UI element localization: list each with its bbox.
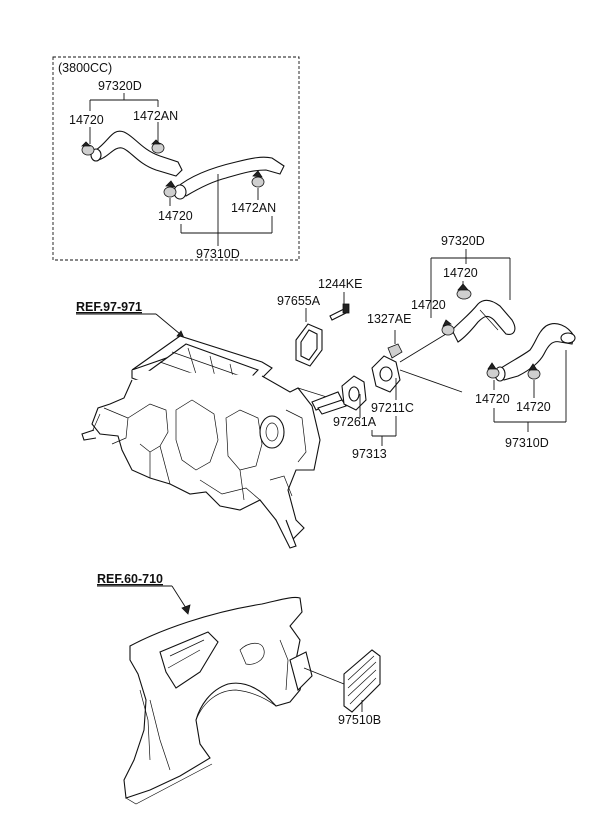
hose-lower-clamp-right-label: 14720: [516, 400, 551, 414]
hose-lower-clamp-left-label: 14720: [475, 392, 510, 406]
hose-upper-97320d: [451, 299, 516, 343]
inset-engine-variant: (3800CC): [58, 61, 112, 75]
inset-clamp-upper-left: [81, 141, 95, 156]
inset-lower-hose: [175, 156, 285, 197]
hose-lower-97310d: [497, 323, 575, 381]
inset-clamp-lower-right: [251, 170, 265, 188]
hose-lower-clamp-right: [527, 363, 541, 380]
inset-upper-hose-label: 97320D: [98, 79, 142, 93]
hose-section-group: 97320D 14720 14720: [411, 234, 576, 450]
inset-upper-clamp-right-label: 1472AN: [133, 109, 178, 123]
inset-3800cc-group: (3800CC) 97320D 14720 1472AN: [52, 56, 300, 261]
grommet-label: 97655A: [277, 294, 321, 308]
inset-lower-hose-label: 97310D: [196, 247, 240, 261]
clip-label: 1327AE: [367, 312, 411, 326]
inset-dashed-box: [52, 56, 300, 261]
bolt-1244ke: [329, 303, 350, 321]
hose-lower-label: 97310D: [505, 436, 549, 450]
plate-label: 97211C: [371, 401, 414, 415]
hose-upper-clamp-top: [456, 283, 472, 300]
clip-1327ae: [387, 330, 403, 359]
heater-section-group: REF.97-971: [76, 277, 463, 549]
inset-lower-clamp-right-label: 1472AN: [231, 201, 276, 215]
grommet-97655a: [295, 323, 323, 367]
bolt-label: 1244KE: [318, 277, 362, 291]
heater-unit-drawing: [81, 335, 335, 549]
vent-97510b: [343, 649, 381, 713]
seal-label: 97261A: [333, 415, 377, 429]
seal-97261a: [341, 375, 367, 411]
quarter-panel-drawing: [123, 596, 313, 805]
body-ref-label[interactable]: REF.60-710: [97, 572, 163, 586]
inset-upper-clamp-left-label: 14720: [69, 113, 104, 127]
hose-upper-clamp-left: [441, 319, 455, 336]
inset-upper-hose: [95, 130, 183, 177]
plate-97211c: [371, 355, 401, 393]
heater-ref-label[interactable]: REF.97-971: [76, 300, 142, 314]
vent-label: 97510B: [338, 713, 381, 727]
body-section-group: REF.60-710 97510B: [97, 572, 381, 805]
hose-upper-clamp-left-label: 14720: [411, 298, 446, 312]
hose-lower-clamp-left: [486, 362, 500, 379]
hose-upper-label: 97320D: [441, 234, 485, 248]
inset-clamp-upper-right: [151, 139, 165, 154]
assembly-label: 97313: [352, 447, 387, 461]
inset-clamp-lower-left: [163, 180, 177, 198]
hose-upper-clamp-top-label: 14720: [443, 266, 478, 280]
inset-lower-clamp-left-label: 14720: [158, 209, 193, 223]
